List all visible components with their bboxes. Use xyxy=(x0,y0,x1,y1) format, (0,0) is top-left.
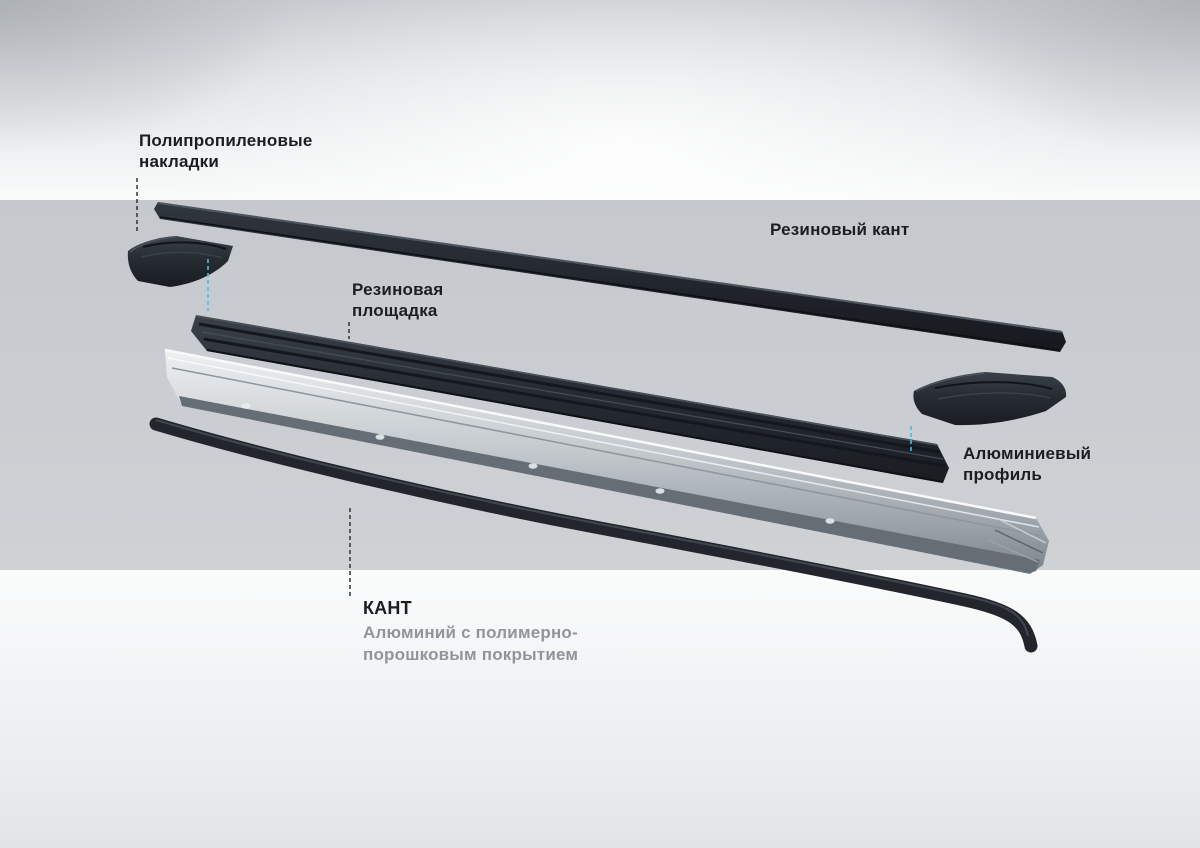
label-aluminum-profile-line1: Алюминиевый xyxy=(963,444,1092,463)
polypropylene-pad-right-part xyxy=(913,372,1067,426)
label-aluminum-profile: Алюминиевый профиль xyxy=(963,443,1091,485)
label-polypropylene-pads: Полипропиленовые накладки xyxy=(139,130,313,172)
polypropylene-pad-left-part xyxy=(127,236,233,287)
label-kant-subtitle-line1: Алюминий с полимерно- xyxy=(363,623,578,642)
label-aluminum-profile-line2: профиль xyxy=(963,465,1043,484)
kant-edge-part xyxy=(149,417,1038,653)
label-kant-title-text: КАНТ xyxy=(363,598,412,618)
label-kant-subtitle: Алюминий с полимерно- порошковым покрыти… xyxy=(363,622,578,666)
label-rubber-platform-line1: Резиновая xyxy=(352,280,444,299)
label-rubber-edge: Резиновый кант xyxy=(770,219,909,240)
aluminum-profile-part xyxy=(164,348,1049,574)
label-kant-subtitle-line2: порошковым покрытием xyxy=(363,645,579,664)
label-kant-title: КАНТ xyxy=(363,597,412,619)
label-rubber-platform: Резиновая площадка xyxy=(352,279,443,321)
label-polypropylene-pads-line1: Полипропиленовые xyxy=(139,131,313,150)
label-rubber-platform-line2: площадка xyxy=(352,301,438,320)
rubber-platform-part xyxy=(191,315,949,483)
label-rubber-edge-text: Резиновый кант xyxy=(770,220,910,239)
label-polypropylene-pads-line2: накладки xyxy=(139,152,220,171)
rubber-edge-strip-part xyxy=(154,202,1066,352)
